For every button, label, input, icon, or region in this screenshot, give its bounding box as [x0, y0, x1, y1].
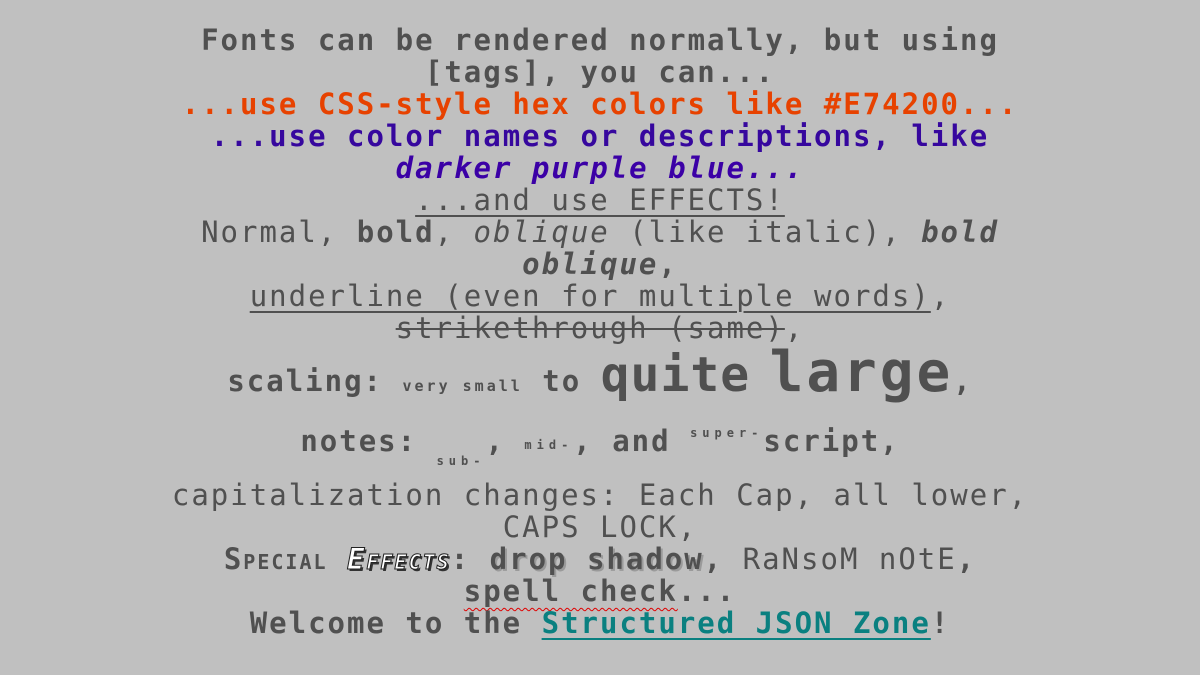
- underline-line: underline (even for multiple words),: [0, 280, 1200, 312]
- notes-line: notes: sub-, mid-, and super-script,: [0, 415, 1200, 479]
- spell-check-dots: ...: [677, 574, 737, 608]
- intro-line-1: Fonts can be rendered normally, but usin…: [201, 23, 999, 57]
- oblique-text: oblique: [473, 215, 610, 249]
- script-text: script,: [763, 424, 900, 458]
- special-comma-1: ,: [703, 542, 743, 576]
- special-text: Special: [223, 542, 328, 576]
- special-colon: :: [450, 542, 490, 576]
- spell-check-line: spell check...: [0, 575, 1200, 607]
- scaling-line: scaling: very small to quite large,: [0, 344, 1200, 415]
- very-small-text: very small: [402, 377, 523, 395]
- underline-text: underline (even for multiple words): [249, 279, 931, 313]
- strikethrough-text: strikethrough (same): [395, 311, 785, 345]
- effects-heading: ...and use EFFECTS!: [415, 183, 785, 217]
- sep-1: ,: [317, 215, 357, 249]
- special-effects-line: Special Effects: drop shadow, RaNsoM nOt…: [0, 542, 1200, 576]
- notes-comma-1: ,: [485, 424, 525, 458]
- effects-text: Effects: [347, 542, 451, 576]
- welcome-prefix: Welcome to the: [249, 606, 542, 640]
- midscript-text: mid-: [524, 438, 574, 452]
- welcome-line: Welcome to the Structured JSON Zone!: [0, 607, 1200, 639]
- darker-purple-blue-line: darker purple blue...: [395, 151, 805, 185]
- drop-shadow-text: drop shadow: [489, 542, 704, 576]
- special-comma-2: ,: [956, 542, 977, 576]
- bold-text: bold: [356, 215, 435, 249]
- large-text: large: [769, 340, 954, 405]
- to-text: to: [522, 364, 601, 398]
- subscript-text: sub-: [436, 454, 486, 468]
- caps-lock-line: CAPS LOCK,: [502, 510, 698, 544]
- sep-2: ,: [434, 215, 474, 249]
- strikethrough-line: strikethrough (same),: [0, 312, 1200, 344]
- bold-oblique-line: oblique,: [0, 248, 1200, 280]
- bold-oblique-word-1: bold: [921, 215, 999, 249]
- structured-json-zone-link[interactable]: Structured JSON Zone: [541, 606, 931, 640]
- underline-comma: ,: [930, 279, 951, 313]
- welcome-suffix: !: [930, 606, 951, 640]
- notes-comma-2: , and: [573, 424, 691, 458]
- capitalization-line: capitalization changes: Each Cap, all lo…: [171, 478, 1029, 512]
- notes-label: notes:: [300, 424, 437, 458]
- scaling-comma: ,: [953, 364, 973, 398]
- intro-line-2: [tags], you can...: [424, 55, 776, 89]
- hex-color-line: ...use CSS-style hex colors like #E74200…: [181, 87, 1019, 121]
- like-italic-text: (like italic),: [609, 215, 922, 249]
- normal-text: Normal: [201, 215, 318, 249]
- strikethrough-comma: ,: [784, 311, 805, 345]
- bold-oblique-word-2: oblique: [522, 247, 659, 281]
- ransom-note-text: RaNsoM nOtE: [742, 542, 957, 576]
- styles-line: Normal, bold, oblique (like italic), bol…: [0, 216, 1200, 248]
- bold-oblique-comma: ,: [658, 247, 678, 281]
- scaling-label: scaling:: [227, 364, 403, 398]
- quite-text: quite: [600, 347, 751, 403]
- superscript-text: super-: [690, 426, 764, 440]
- spell-check-text: spell check: [463, 574, 678, 608]
- color-names-line: ...use color names or descriptions, like: [210, 119, 990, 153]
